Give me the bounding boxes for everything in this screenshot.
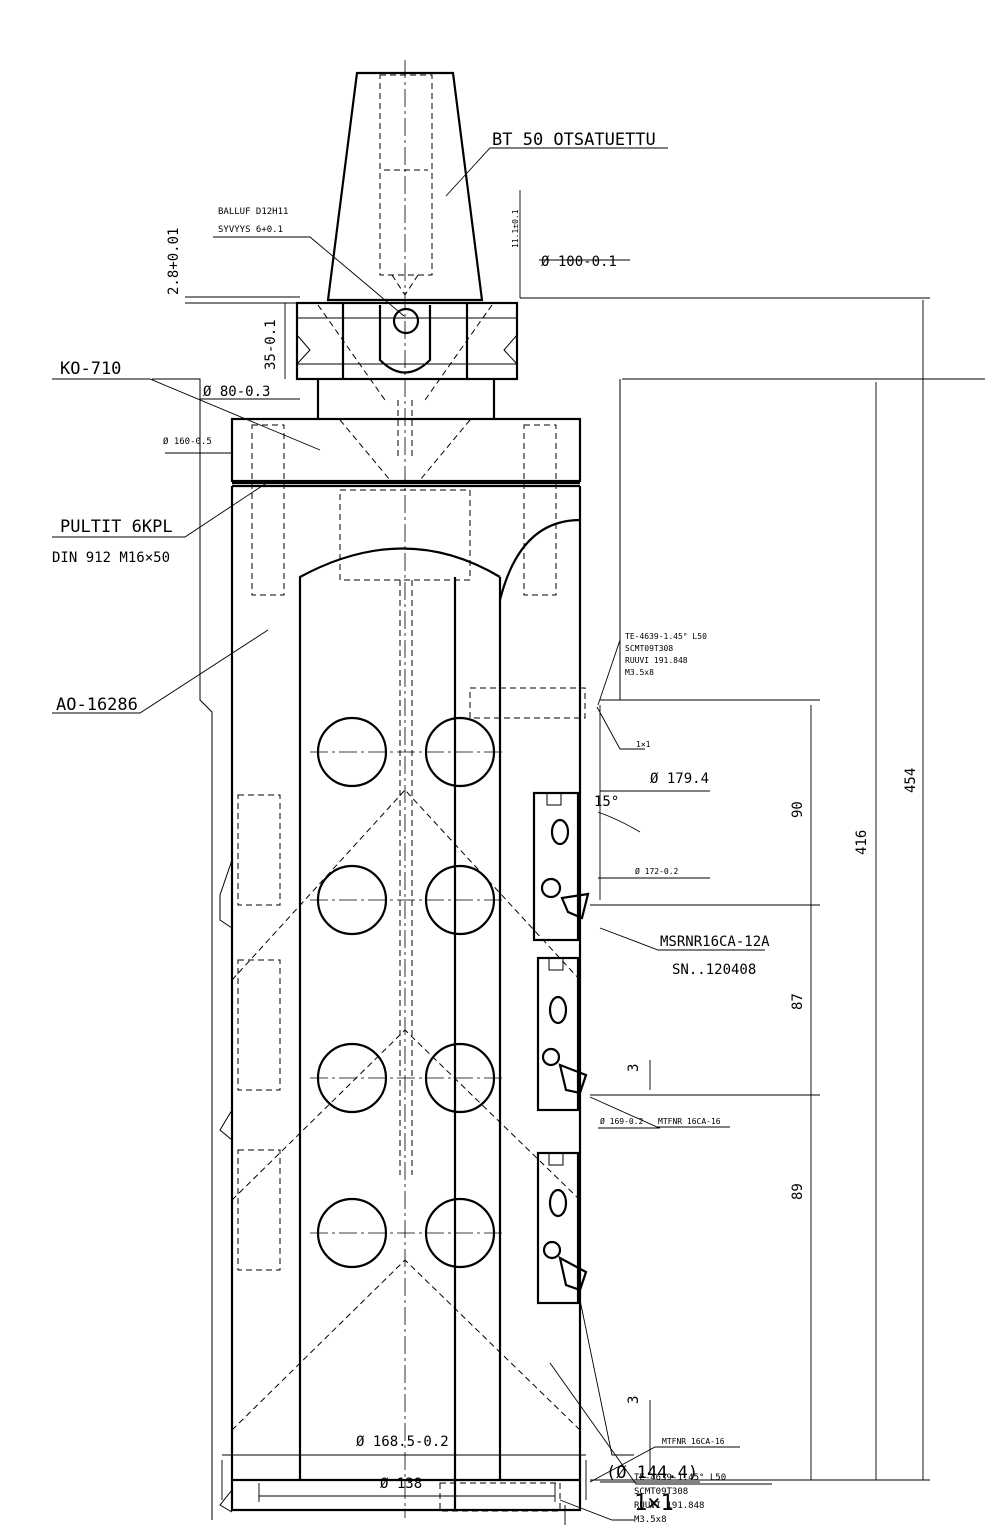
- dim-168: Ø 168.5-0.2: [356, 1434, 449, 1450]
- label-syvyys: SYVYYS 6+0.1: [218, 225, 283, 235]
- adapter-flange: [230, 417, 582, 596]
- label-pultit: PULTIT 6KPL: [60, 517, 173, 537]
- dim-35: 35-0.1: [263, 319, 279, 370]
- bt50-flange: [295, 301, 519, 401]
- dim-160: Ø 160-0.5: [163, 436, 212, 447]
- dim-172: Ø 172-0.2: [635, 866, 679, 876]
- insert-note-top: TE-4639-1.45° L50 SCMT09T308 RUUVI 191.8…: [625, 632, 707, 677]
- stock-outline: [152, 297, 985, 1520]
- dim-89: 89: [790, 1183, 806, 1200]
- dim-100: Ø 100-0.1: [541, 254, 617, 270]
- label-msrnr: MSRNR16CA-12A: [660, 934, 770, 950]
- dim-144: (Ø 144.4): [606, 1463, 698, 1483]
- insert-note-bottom-line-2: SCMT09T308: [634, 1487, 688, 1497]
- insert-note-bottom: TE-4639-1.45° L50 SCMT09T308 RUUVI 191.8…: [634, 1473, 726, 1525]
- dim-80: Ø 80-0.3: [203, 384, 270, 400]
- dim-179: Ø 179.4: [650, 771, 709, 787]
- insert-note-bottom-line-4: M3.5x8: [634, 1515, 667, 1525]
- dim-454: 454: [903, 768, 919, 793]
- label-bt50: BT 50 OTSATUETTU: [492, 130, 656, 150]
- dim-90: 90: [790, 801, 806, 818]
- insert-note-top-line-3: RUUVI 191.848: [625, 656, 688, 665]
- dim-11-1: 11.1±0.1: [511, 209, 520, 248]
- dim-416: 416: [854, 830, 870, 855]
- main-body: [219, 486, 586, 1513]
- label-din912: DIN 912 M16×50: [52, 550, 170, 566]
- insert-note-top-line-2: SCMT09T308: [625, 644, 673, 653]
- insert-note-top-line-1: TE-4639-1.45° L50: [625, 632, 707, 641]
- dim-chamfer-small: 1×1: [636, 740, 651, 749]
- insert-note-top-line-4: M3.5x8: [625, 668, 654, 677]
- dim-138: Ø 138: [380, 1476, 422, 1492]
- cartridge-upper: [532, 791, 590, 942]
- dim-chamfer-large: 1×1: [634, 1491, 674, 1516]
- dim-lines-bottom: [221, 1454, 587, 1502]
- dim-3b: 3: [626, 1396, 642, 1404]
- label-mtfnr-upper: MTFNR 16CA-16: [658, 1117, 721, 1126]
- cartridge-lower: [536, 1151, 588, 1305]
- dim-angle-15: 15°: [594, 794, 619, 810]
- label-ao16286: AO-16286: [56, 695, 138, 715]
- bt50-taper: [326, 71, 484, 302]
- label-sn: SN..120408: [672, 962, 756, 978]
- dim-lines-right: [590, 300, 930, 1481]
- insert-note-bottom-line-3: RUUVI 191.848: [634, 1501, 704, 1511]
- dim-169: Ø 169-0.2: [600, 1116, 644, 1126]
- label-ko710: KO-710: [60, 359, 121, 379]
- leader-lines: [52, 147, 772, 1525]
- insert-note-bottom-line-1: TE-4639-1.45° L50: [634, 1473, 726, 1483]
- cartridge-middle: [536, 956, 588, 1112]
- dim-3a: 3: [626, 1064, 642, 1072]
- label-balluf: BALLUF D12H11: [218, 207, 288, 217]
- neck: [316, 379, 496, 481]
- dim-2-8: 2.8+0.01: [166, 228, 182, 295]
- label-mtfnr-lower: MTFNR 16CA-16: [662, 1437, 725, 1446]
- dim-87: 87: [790, 993, 806, 1010]
